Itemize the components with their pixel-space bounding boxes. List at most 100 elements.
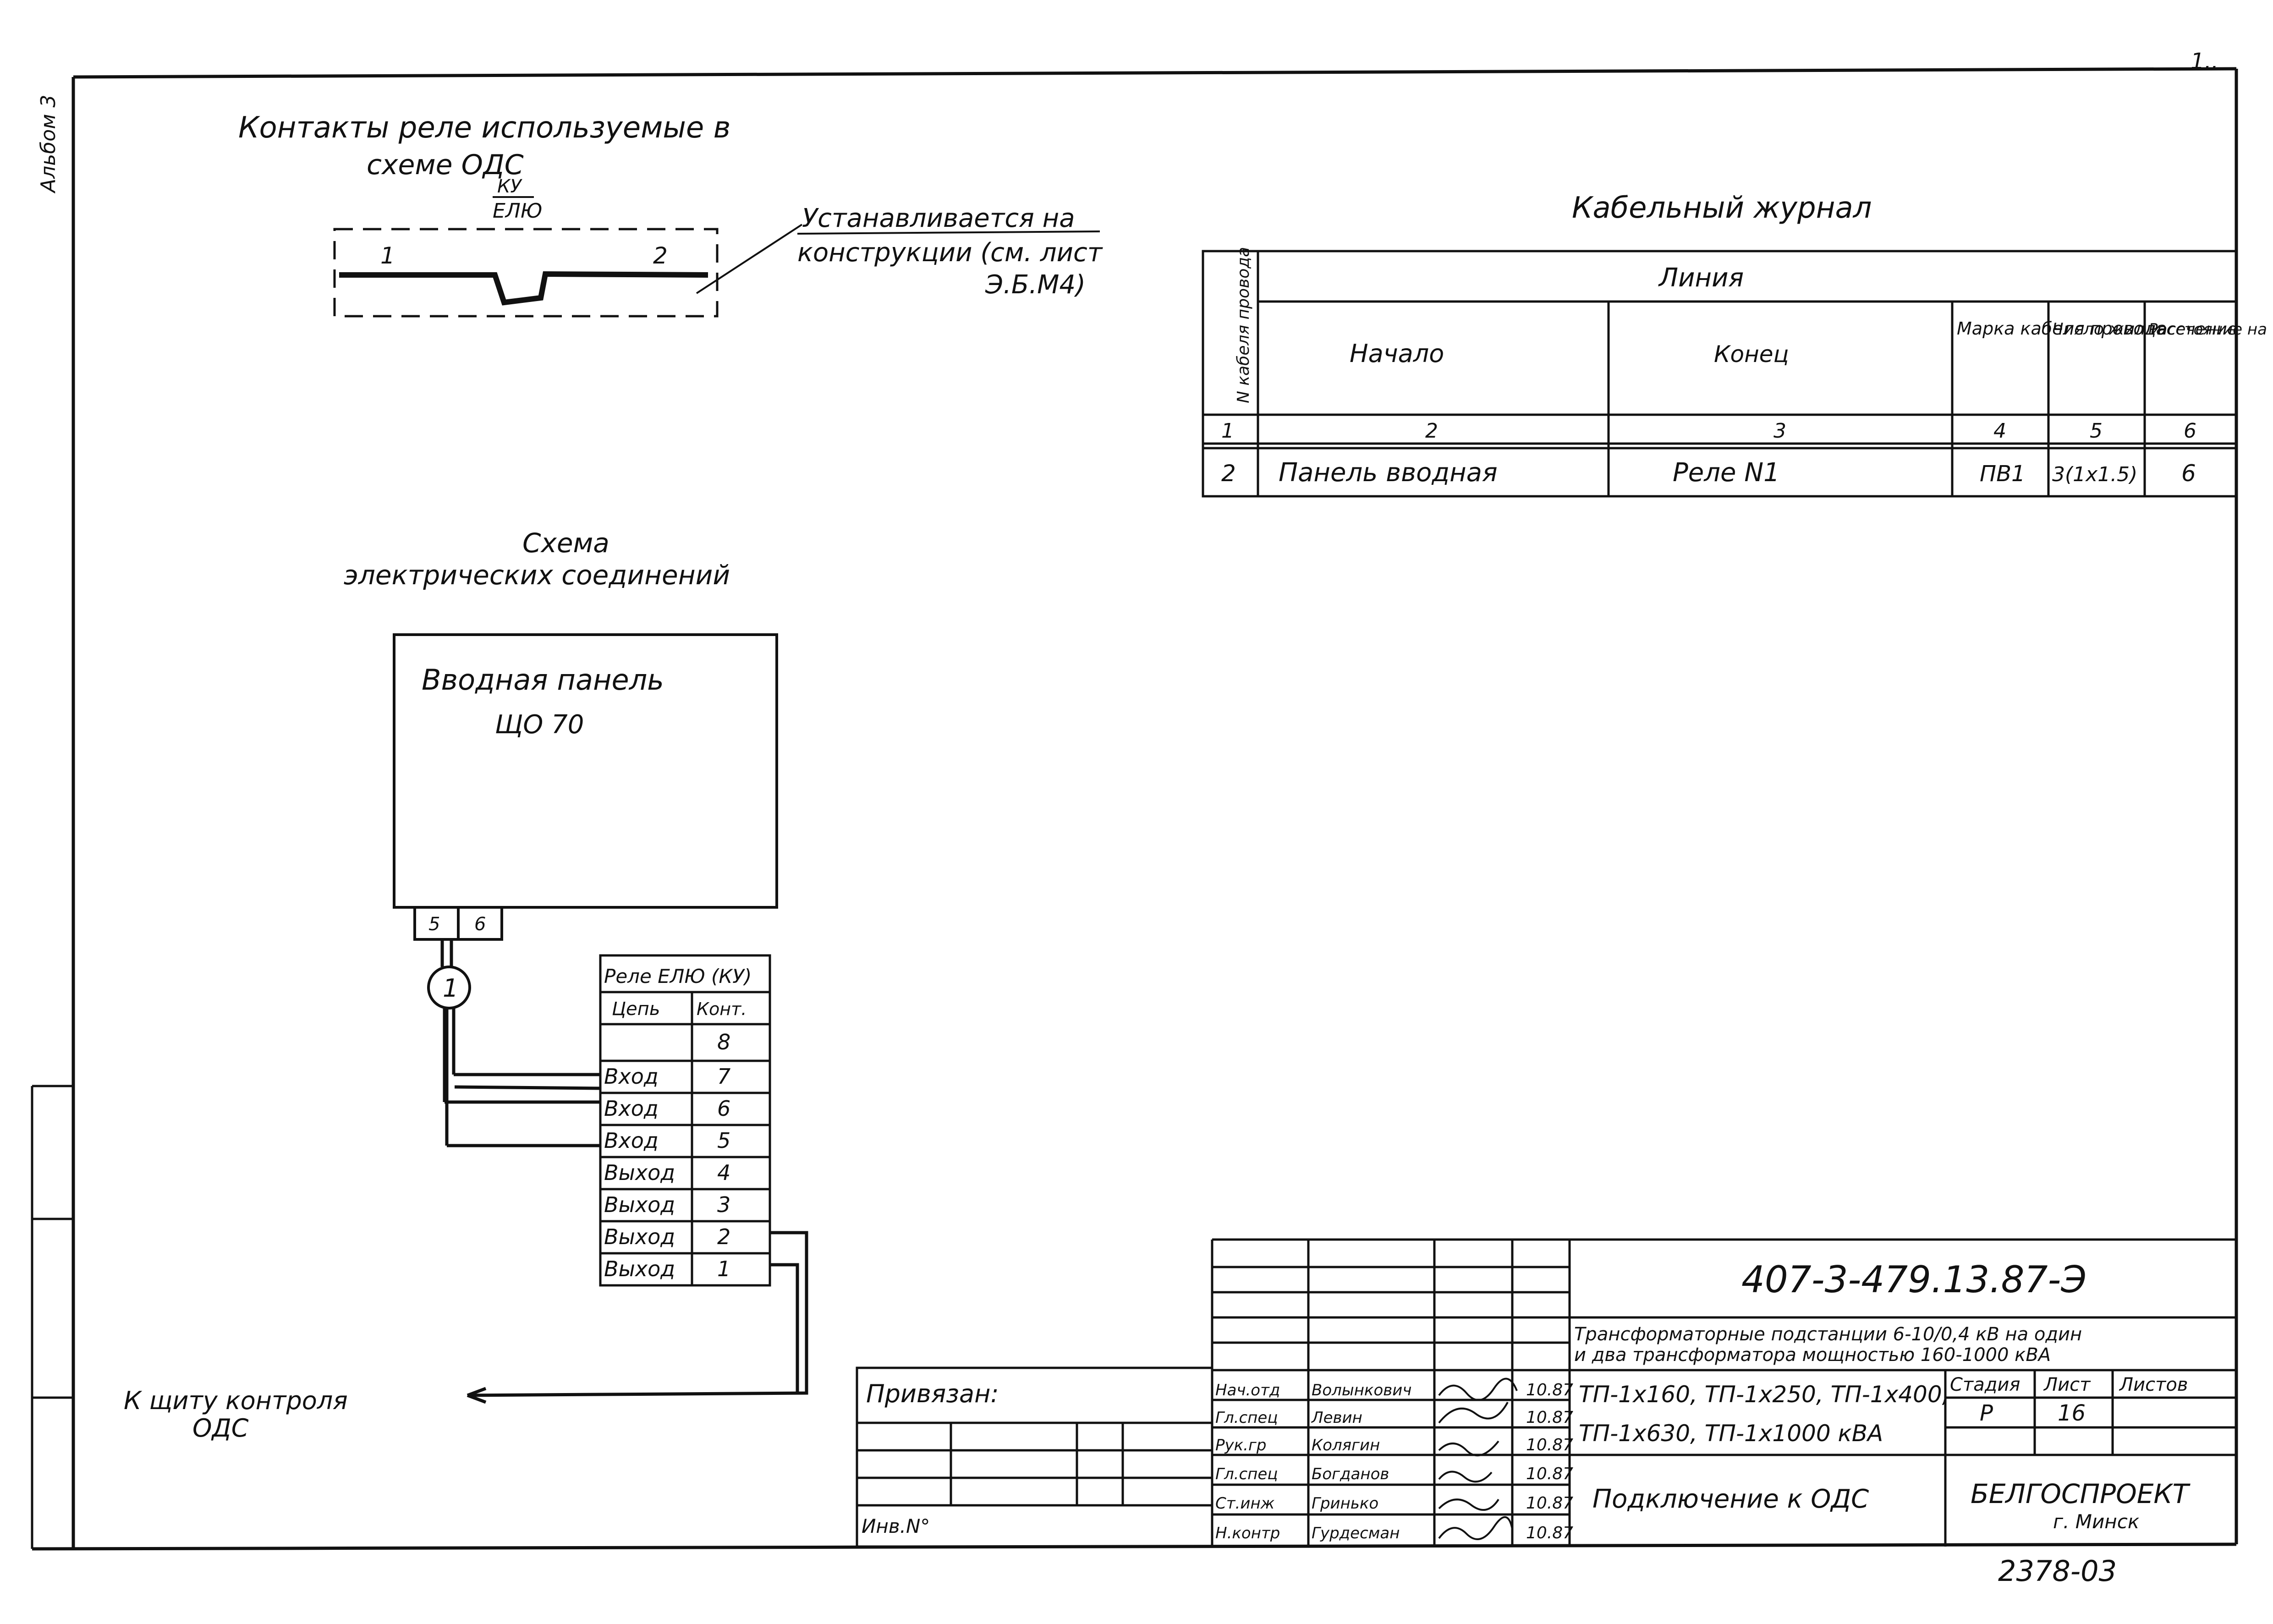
terminal-6: 6 (474, 914, 486, 935)
install-note-3: Э.Б.М4) (985, 270, 1086, 300)
cable-journal-title: Кабельный журнал (1572, 191, 1872, 225)
row-length: 6 (2181, 460, 2196, 487)
signer-name: Волынкович (1312, 1381, 1412, 1399)
org-city: г. Минск (2053, 1510, 2140, 1533)
index-4: 4 (1993, 419, 2006, 443)
bottom-code: 2378-03 (1998, 1554, 2117, 1588)
relay-contacts-detail: Контакты реле используемые в схеме ОДС К… (238, 111, 1103, 318)
signer-role: Гл.спец (1215, 1465, 1278, 1483)
signer-role: Нач.отд (1215, 1381, 1280, 1399)
to-panel-label-2: ОДС (192, 1414, 249, 1443)
signers-list: Нач.отд Волынкович 10.87 Гл.спец Левин 10.87… (1215, 1381, 1573, 1542)
signer-name: Богданов (1312, 1465, 1389, 1483)
contact-number-1: 1 (380, 242, 395, 269)
index-5: 5 (2090, 419, 2103, 443)
relay-row-8: 8 (717, 1030, 730, 1054)
variants-1: ТП-1х160, ТП-1х250, ТП-1х400, (1579, 1381, 1949, 1408)
col-header-end: Конец (1714, 341, 1789, 368)
contact-cell: 7 (717, 1064, 730, 1089)
relay-row-7: Вход 7 (604, 1064, 730, 1089)
terminal-block: 5 6 (413, 906, 503, 941)
col-header-cable-num: N кабеля провода (1234, 247, 1253, 403)
signer-row: Гл.спец Левин 10.87 (1215, 1408, 1573, 1427)
org-name: БЕЛГОСПРОЕКТ (1971, 1478, 2191, 1509)
circuit-cell: Выход (604, 1256, 675, 1281)
cable-journal: Кабельный журнал N кабеля провода Линия … (1202, 191, 2273, 498)
relay-col-contact: Конт. (697, 999, 747, 1019)
signer-date: 10.87 (1526, 1465, 1573, 1483)
signer-row: Нач.отд Волынкович 10.87 (1215, 1381, 1573, 1399)
relay-row-5: Вход 5 (604, 1128, 730, 1153)
to-panel-label-1: К щиту контроля (124, 1386, 348, 1415)
signer-name: Левин (1311, 1409, 1362, 1427)
circuit-cell: Выход (604, 1160, 675, 1185)
index-2: 2 (1425, 419, 1438, 443)
signer-date: 10.87 (1526, 1408, 1573, 1427)
circuit-cell: Вход (604, 1096, 659, 1121)
relay-table-header: Реле ЕЛЮ (КУ) (604, 965, 752, 988)
bound-label: Привязан: (866, 1379, 999, 1408)
sheet-value: 16 (2058, 1400, 2086, 1426)
index-3: 3 (1773, 419, 1786, 443)
signer-role: Н.контр (1215, 1524, 1280, 1542)
signer-role: Гл.спец (1215, 1409, 1278, 1427)
stage-label: Стадия (1950, 1374, 2020, 1395)
contact-cell: 8 (717, 1030, 730, 1054)
margin-note: Альбом 3 (37, 95, 60, 194)
signer-date: 10.87 (1526, 1381, 1573, 1399)
input-panel-box (393, 633, 778, 909)
terminal-5: 5 (428, 914, 440, 935)
inv-label: Инв.N° (862, 1515, 930, 1537)
schematic-title-2: электрических соединений (344, 560, 730, 591)
table-row: 2 Панель вводная Реле N1 ПВ1 3(1х1.5) 6 (1221, 458, 2196, 488)
variants-2: ТП-1х630, ТП-1х1000 кВА (1579, 1420, 1883, 1447)
circuit-cell: Вход (604, 1064, 659, 1089)
contact-cell: 5 (717, 1128, 730, 1153)
col-header-line: Линия (1658, 263, 1744, 293)
cable-wires (440, 939, 601, 1147)
signer-name: Колягин (1312, 1436, 1380, 1454)
cable-marker: 1 (427, 966, 471, 1010)
relay-contacts-title-2: схеме ОДС (367, 149, 524, 181)
col-header-cores: Число жил и сечение (2052, 320, 2237, 339)
col-header-start: Начало (1350, 339, 1444, 368)
relay-label-ku: КУ (497, 176, 522, 197)
relay-label-elu: ЕЛЮ (493, 199, 542, 223)
top-right-mark: 1.. (2191, 49, 2218, 74)
schematic-title-1: Схема (522, 527, 609, 559)
circuit-cell: Выход (604, 1192, 675, 1217)
signer-name: Гурдесман (1312, 1524, 1400, 1542)
relay-row-2: Выход 2 (604, 1224, 730, 1249)
contact-number-2: 2 (653, 242, 668, 269)
circuit-cell: Вход (604, 1128, 659, 1153)
relay-contact-box (333, 228, 719, 318)
signer-name: Гринько (1312, 1494, 1378, 1513)
relay-contacts-title: Контакты реле используемые в (238, 111, 730, 145)
contact-cell: 2 (717, 1224, 730, 1249)
install-note-1: Устанавливается на (802, 203, 1075, 233)
row-brand: ПВ1 (1980, 461, 2026, 487)
connection-schematic: Схема электрических соединений Вводная п… (124, 527, 808, 1443)
signature-marks (1438, 1377, 1518, 1540)
stage-value: Р (1980, 1400, 1993, 1426)
row-cores: 3(1х1.5) (2052, 463, 2137, 486)
contact-cell: 4 (717, 1160, 730, 1185)
doc-code: 407-3-479.13.87-Э (1741, 1258, 2086, 1301)
input-panel-label: Вводная панель (422, 663, 664, 697)
project-title-1: Трансформаторные подстанции 6-10/0,4 кВ … (1574, 1324, 2082, 1345)
install-note-2: конструкции (см. лист (797, 238, 1103, 268)
input-panel-type: ЩО 70 (495, 710, 584, 740)
circuit-cell: Выход (604, 1224, 675, 1249)
project-title-2: и два трансформатора мощностью 160-1000 … (1574, 1344, 2051, 1366)
col-header-length: Расстояние на +8% (м) (2148, 320, 2273, 339)
relay-row-4: Выход 4 (604, 1160, 730, 1185)
sheet-label: Лист (2043, 1374, 2091, 1395)
